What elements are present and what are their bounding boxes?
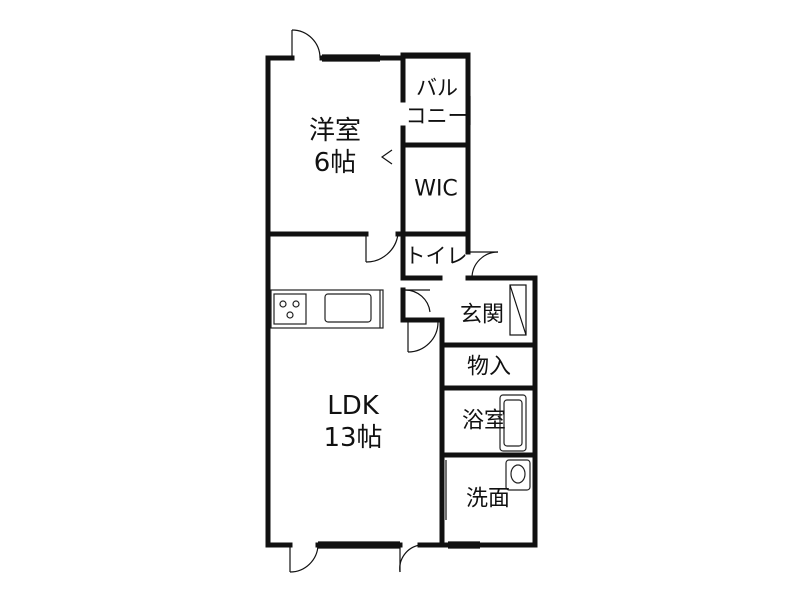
toilet-name: トイレ bbox=[405, 244, 468, 268]
wic-name: WIC bbox=[414, 177, 458, 202]
entrance-name: 玄関 bbox=[460, 303, 504, 328]
bathtub-icon bbox=[499, 394, 527, 452]
washroom-name: 洗面 bbox=[466, 487, 510, 512]
western-room-size: 6帖 bbox=[314, 148, 357, 178]
wash-basin-icon bbox=[505, 459, 531, 491]
ldk-size: 13帖 bbox=[323, 423, 382, 453]
western-room-name: 洋室 bbox=[309, 116, 361, 146]
kitchen-counter bbox=[270, 289, 384, 329]
ldk-name: LDK bbox=[327, 391, 380, 421]
walls bbox=[265, 52, 538, 548]
storage-name: 物入 bbox=[467, 355, 511, 380]
door-swings bbox=[289, 29, 527, 573]
balcony-name-line2: コニー bbox=[406, 104, 469, 128]
balcony-name-line1: バル bbox=[416, 76, 458, 100]
windows bbox=[318, 54, 480, 549]
bathroom-name: 浴室 bbox=[462, 409, 506, 434]
